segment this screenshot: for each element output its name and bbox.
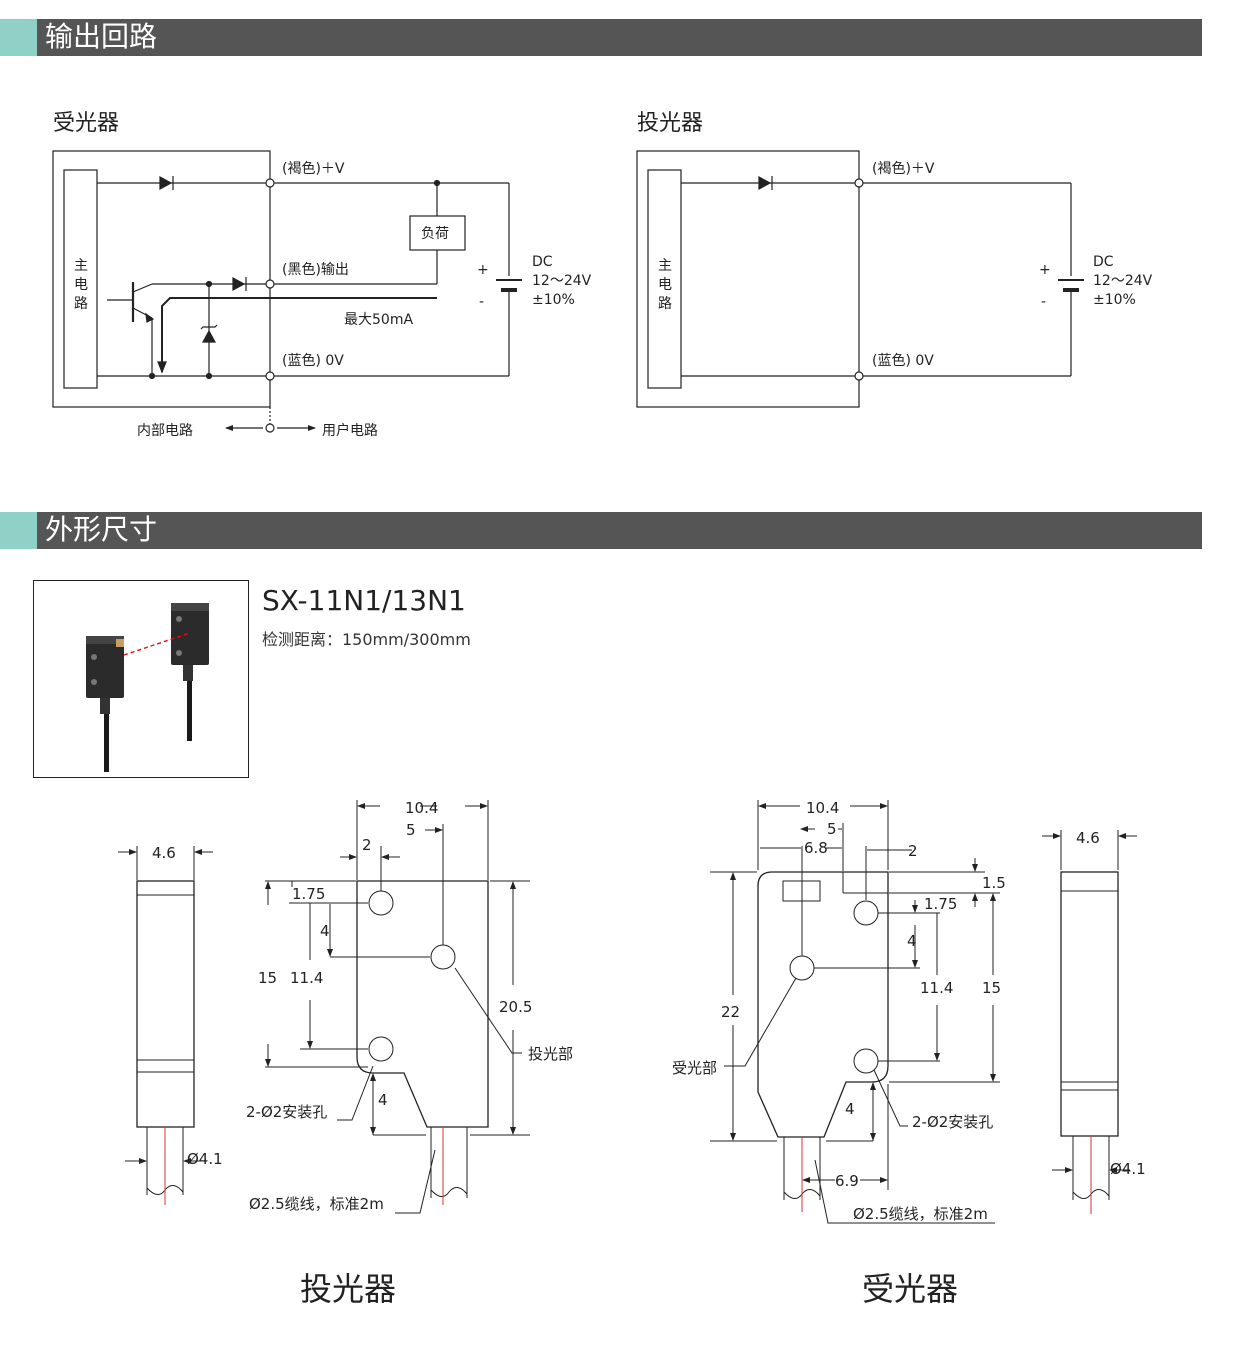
load-label: 负荷 <box>421 226 449 242</box>
main-circuit-char: 电 <box>658 277 672 293</box>
brown-wire-label: (褐色)＋V <box>282 160 345 177</box>
dim-label: 1.5 <box>982 874 1006 892</box>
internal-circuit-label: 内部电路 <box>137 423 193 439</box>
voltage-label: 12～24V <box>1093 273 1153 289</box>
receiver-circuit-title: 受光器 <box>53 111 119 136</box>
dim-label: 6.9 <box>835 1172 859 1190</box>
plus-sign: + <box>477 262 489 278</box>
dim-label: 2 <box>362 836 372 854</box>
main-circuit-char: 路 <box>74 296 88 312</box>
section-header-output: 输出回路 <box>0 19 1202 56</box>
receiver-caption: 受光器 <box>862 1270 958 1308</box>
header-bar <box>37 19 1202 56</box>
recv-part-label: 受光部 <box>672 1059 717 1077</box>
dc-label: DC <box>532 254 553 270</box>
dim-label: 20.5 <box>499 998 532 1016</box>
section-title: 外形尺寸 <box>45 513 158 546</box>
sensor-photo-illustration <box>86 603 209 772</box>
dim-label: 10.4 <box>405 799 438 817</box>
model-name: SX-11N1/13N1 <box>262 584 466 617</box>
voltage-label: 12～24V <box>532 273 592 289</box>
dim-label: 15 <box>982 979 1001 997</box>
brown-wire-label: (褐色)＋V <box>872 160 935 177</box>
emit-part-label: 投光部 <box>528 1045 573 1063</box>
blue-wire-label: (蓝色) 0V <box>282 352 344 369</box>
main-circuit-char: 主 <box>74 258 88 274</box>
cable-label: Ø2.5缆线，标准2m <box>249 1195 384 1213</box>
emitter-circuit-title: 投光器 <box>637 111 703 136</box>
dc-label: DC <box>1093 254 1114 270</box>
receiver-dimension-drawing: 10.4 5 6.8 2 1.5 1.75 4 11.4 15 22 受光部 4… <box>672 799 1146 1308</box>
dim-label: 5 <box>406 821 416 839</box>
header-accent <box>0 512 37 549</box>
dim-label: 11.4 <box>920 979 953 997</box>
dim-label: Ø4.1 <box>1110 1160 1146 1178</box>
dim-label: 4 <box>845 1100 855 1118</box>
dim-label: 4 <box>320 922 330 940</box>
product-photo <box>33 580 249 778</box>
dim-label: 1.75 <box>292 885 325 903</box>
minus-sign: - <box>479 294 484 310</box>
detection-distance: 检测距离：150mm/300mm <box>262 630 471 649</box>
dim-label: 11.4 <box>290 969 323 987</box>
section-header-dimensions: 外形尺寸 <box>0 512 1202 549</box>
blue-wire-label: (蓝色) 0V <box>872 352 934 369</box>
cable-label: Ø2.5缆线，标准2m <box>853 1205 988 1223</box>
tolerance-label: ±10% <box>532 292 575 308</box>
dim-label: 5 <box>827 820 837 838</box>
dim-label: 6.8 <box>804 839 828 857</box>
emitter-caption: 投光器 <box>300 1270 396 1308</box>
plus-sign: + <box>1039 262 1051 278</box>
dim-label: 4 <box>378 1091 388 1109</box>
main-circuit-char: 电 <box>74 277 88 293</box>
dim-label: 15 <box>258 969 277 987</box>
main-circuit-char: 路 <box>658 296 672 312</box>
main-circuit-char: 主 <box>658 258 672 274</box>
emitter-dimension-drawing: 4.6 Ø4.1 10.4 5 2 1.75 4 15 11.4 20.5 4 … <box>118 799 573 1308</box>
holes-label: 2-Ø2安装孔 <box>912 1113 993 1131</box>
dim-label: 4.6 <box>1076 829 1100 847</box>
header-bar <box>37 512 1202 549</box>
dim-label: Ø4.1 <box>187 1150 223 1168</box>
dim-label: 10.4 <box>806 799 839 817</box>
dim-label: 4 <box>907 932 917 950</box>
dim-label: 4.6 <box>152 844 176 862</box>
tolerance-label: ±10% <box>1093 292 1136 308</box>
emitter-circuit-diagram: 投光器 主 电 路 (褐色)＋V (蓝色) 0V + - DC 12～24V ±… <box>636 111 1153 408</box>
dim-label: 22 <box>721 1003 740 1021</box>
minus-sign: - <box>1041 294 1046 310</box>
max-current-label: 最大50mA <box>344 312 413 328</box>
holes-label: 2-Ø2安装孔 <box>246 1103 327 1121</box>
receiver-circuit-diagram: 受光器 <box>52 111 592 439</box>
user-circuit-label: 用户电路 <box>322 422 378 439</box>
dim-label: 2 <box>908 842 918 860</box>
black-wire-label: (黑色)输出 <box>282 261 349 278</box>
dim-label: 1.75 <box>924 895 957 913</box>
section-title: 输出回路 <box>45 20 158 53</box>
header-accent <box>0 19 37 56</box>
